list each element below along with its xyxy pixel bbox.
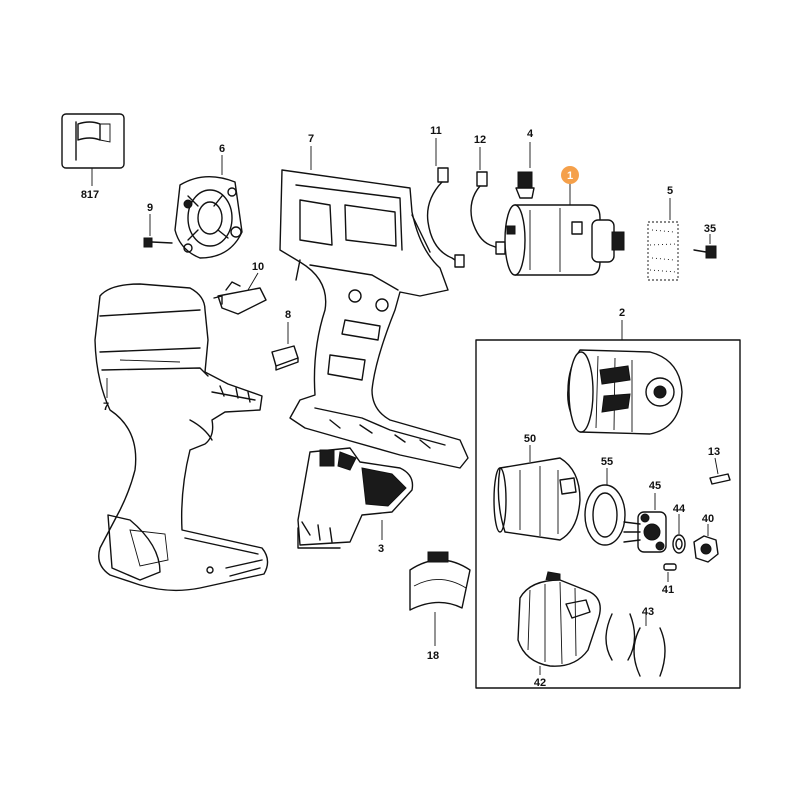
label-18[interactable]: 18 (427, 650, 439, 662)
part-9-screw[interactable] (143, 237, 173, 248)
label-44[interactable]: 44 (673, 503, 686, 515)
part-50-ring-gear-housing[interactable] (493, 457, 581, 541)
part-18-sleeve[interactable] (409, 551, 471, 611)
label-41[interactable]: 41 (662, 584, 674, 596)
label-11[interactable]: 11 (430, 125, 442, 137)
part-5-pad[interactable] (647, 221, 679, 281)
badge-circle (561, 166, 579, 184)
label-3[interactable]: 3 (378, 543, 384, 555)
manual-flag-icon[interactable] (61, 113, 125, 169)
part-44-washer[interactable] (672, 534, 686, 554)
part-45-planet-carrier[interactable] (623, 511, 667, 553)
label-2[interactable]: 2 (619, 307, 625, 319)
part-55-ring[interactable] (584, 484, 626, 546)
part-42-gear-case[interactable] (517, 571, 601, 667)
part-7-housing-right[interactable] (279, 169, 469, 469)
leader-10 (247, 272, 259, 291)
gearbox-assembled[interactable] (567, 349, 683, 435)
part-3-trigger-switch[interactable] (297, 447, 414, 549)
label-13[interactable]: 13 (708, 446, 720, 458)
label-43[interactable]: 43 (642, 606, 654, 618)
label-4[interactable]: 4 (527, 128, 534, 140)
part-41-pin[interactable] (663, 563, 677, 571)
label-8[interactable]: 8 (285, 309, 291, 321)
part-12-wire[interactable] (470, 171, 506, 255)
part-13-clip[interactable] (709, 473, 731, 485)
label-7-top[interactable]: 7 (308, 133, 314, 145)
label-5[interactable]: 5 (667, 185, 673, 197)
part-43-spring-clips[interactable] (605, 613, 666, 677)
part-11-wire[interactable] (426, 167, 465, 268)
label-9[interactable]: 9 (147, 202, 153, 214)
highlight-badge-1[interactable]: 1 (561, 166, 579, 184)
label-55[interactable]: 55 (601, 456, 613, 468)
part-2-gearbox-assembly[interactable] (475, 339, 741, 689)
label-1: 1 (567, 170, 573, 182)
part-8-switch[interactable] (271, 345, 299, 371)
label-6[interactable]: 6 (219, 143, 225, 155)
label-7-left[interactable]: 7 (103, 401, 109, 413)
part-6-end-cap[interactable] (174, 176, 243, 259)
part-1-motor[interactable] (504, 204, 625, 276)
leader-13 (714, 457, 719, 475)
part-10-clip[interactable] (213, 281, 267, 315)
part-40-nut[interactable] (693, 535, 719, 563)
label-42[interactable]: 42 (534, 677, 546, 689)
label-35[interactable]: 35 (704, 223, 716, 235)
part-7-housing-left[interactable] (94, 283, 269, 592)
label-50[interactable]: 50 (524, 433, 536, 445)
part-35-screw[interactable] (693, 245, 717, 259)
part-4-terminal[interactable] (515, 171, 535, 199)
label-45[interactable]: 45 (649, 480, 661, 492)
label-12[interactable]: 12 (474, 134, 486, 146)
label-40[interactable]: 40 (702, 513, 714, 525)
label-10[interactable]: 10 (252, 261, 264, 273)
label-817[interactable]: 817 (81, 189, 99, 201)
